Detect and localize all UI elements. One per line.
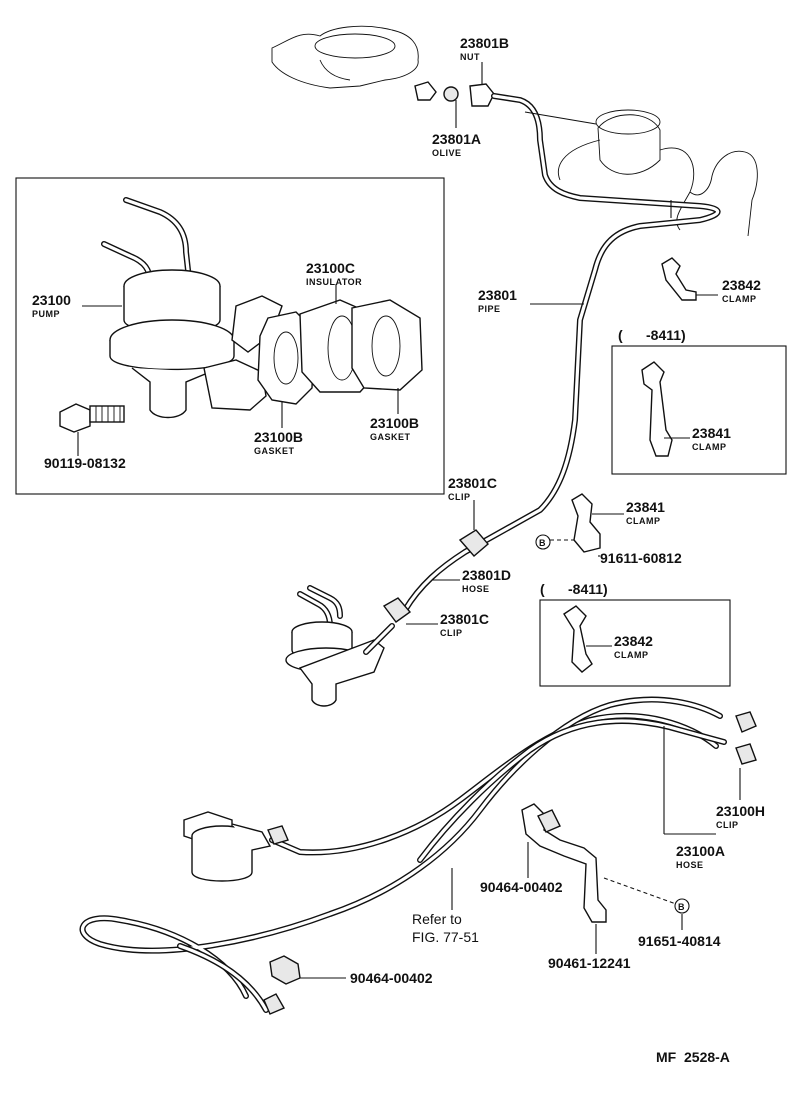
gasket-a-part-number: 23100B (254, 429, 303, 445)
label-pump: 23100 PUMP (32, 292, 71, 319)
gasket-b-part-name: GASKET (370, 432, 411, 442)
label-hose-mid: 23801D HOSE (432, 567, 511, 594)
clip-h-part-number: 23100H (716, 803, 765, 819)
bracket-low-part-number: 90461-12241 (548, 955, 631, 971)
clamp-top-part-name: CLAMP (722, 294, 757, 304)
clamp-box2-part-number: 23842 (614, 633, 653, 649)
fuel-pipe-23801 (402, 93, 721, 613)
clip-23801c-upper: 23801C CLIP (448, 475, 497, 557)
pipe-part-number: 23801 (478, 287, 517, 303)
clip-h-part-name: CLIP (716, 820, 739, 830)
bolt-symbol-mid-letter: B (539, 538, 546, 548)
clip-low-part-number: 23801C (440, 611, 489, 627)
nut-part-number: 23801B (460, 35, 509, 51)
clamp-box2-part-name: CLAMP (614, 650, 649, 660)
engine-outline (271, 25, 758, 237)
pump-part-number: 23100 (32, 292, 71, 308)
refer-to-note: Refer to FIG. 77-51 (412, 911, 479, 945)
bracket-assembly-lower: B (521, 803, 690, 954)
label-hose-a: 23100A HOSE (676, 843, 725, 870)
pump-detail-box (15, 177, 445, 495)
hose-a-part-number: 23100A (676, 843, 725, 859)
pump-assembled (285, 585, 395, 707)
range-box-2 (539, 599, 731, 687)
clip-top-part-number: 23801C (448, 475, 497, 491)
insulator-part-name: INSULATOR (306, 277, 362, 287)
clamp-mid-part-name: CLAMP (626, 516, 661, 526)
label-clip-h: 23100H CLIP (716, 803, 765, 830)
clip-top-part-name: CLIP (448, 492, 471, 502)
clip-low-part-name: CLIP (440, 628, 463, 638)
clamp-23842-box: 23842 CLAMP (563, 605, 653, 673)
range-box-1-label: ( -8411) (618, 327, 686, 343)
pipe-part-name: PIPE (478, 304, 501, 314)
label-gasket-a: 23100B GASKET (254, 429, 303, 456)
gasket-a-part-name: GASKET (254, 446, 295, 456)
range-box-1 (611, 345, 787, 475)
bolt-symbol-low (674, 898, 690, 914)
clip-90464-lower: 90464-00402 (269, 955, 433, 986)
bolt-mid-part-number: 91611-60812 (600, 550, 682, 566)
clamp-mid-part-number: 23841 (626, 499, 665, 515)
label-nut: 23801B NUT (460, 35, 509, 62)
bolt-symbol-low-letter: B (678, 902, 685, 912)
label-olive: 23801A OLIVE (432, 131, 481, 158)
hose-a-part-name: HOSE (676, 860, 704, 870)
pump-part-name: PUMP (32, 309, 60, 319)
bolt-symbol-mid (535, 534, 551, 550)
clamp-box1-part-name: CLAMP (692, 442, 727, 452)
clamp-23841-box: 23841 CLAMP (641, 361, 731, 457)
bolt-part-number: 90119-08132 (44, 455, 126, 471)
clamp-box1-part-number: 23841 (692, 425, 731, 441)
figure-code: MF 2528-A (656, 1049, 730, 1065)
gasket-b-part-number: 23100B (370, 415, 419, 431)
olive-part-number: 23801A (432, 131, 481, 147)
bolt-low-part-number: 91651-40814 (638, 933, 721, 949)
hose-mid-part-number: 23801D (462, 567, 511, 583)
clamp-top-part-number: 23842 (722, 277, 761, 293)
clip-90464-a-part-number: 90464-00402 (480, 879, 563, 895)
clip-90464-b-part-number: 90464-00402 (350, 970, 433, 986)
insulator-part-number: 23100C (306, 260, 355, 276)
clamp-23842-top: 23842 CLAMP (661, 257, 761, 304)
olive-part-name: OLIVE (432, 148, 462, 158)
olive-nut-assembly (414, 62, 495, 128)
pump-illustration (59, 197, 423, 456)
fuel-filter (183, 811, 272, 882)
nut-part-name: NUT (460, 52, 480, 62)
refer-to-line2: FIG. 77-51 (412, 929, 479, 945)
range-box-2-label: ( -8411) (540, 581, 608, 597)
label-gasket-b: 23100B GASKET (370, 415, 419, 442)
label-pipe: 23801 PIPE (478, 287, 517, 314)
refer-to-line1: Refer to (412, 911, 462, 927)
clamp-23841-mid: 23841 CLAMP B 91611-60812 (535, 493, 682, 566)
hose-mid-part-name: HOSE (462, 584, 490, 594)
label-insulator: 23100C INSULATOR (306, 260, 362, 287)
clip-23801c-lower: 23801C CLIP (382, 597, 489, 638)
long-hoses (79, 696, 757, 1015)
